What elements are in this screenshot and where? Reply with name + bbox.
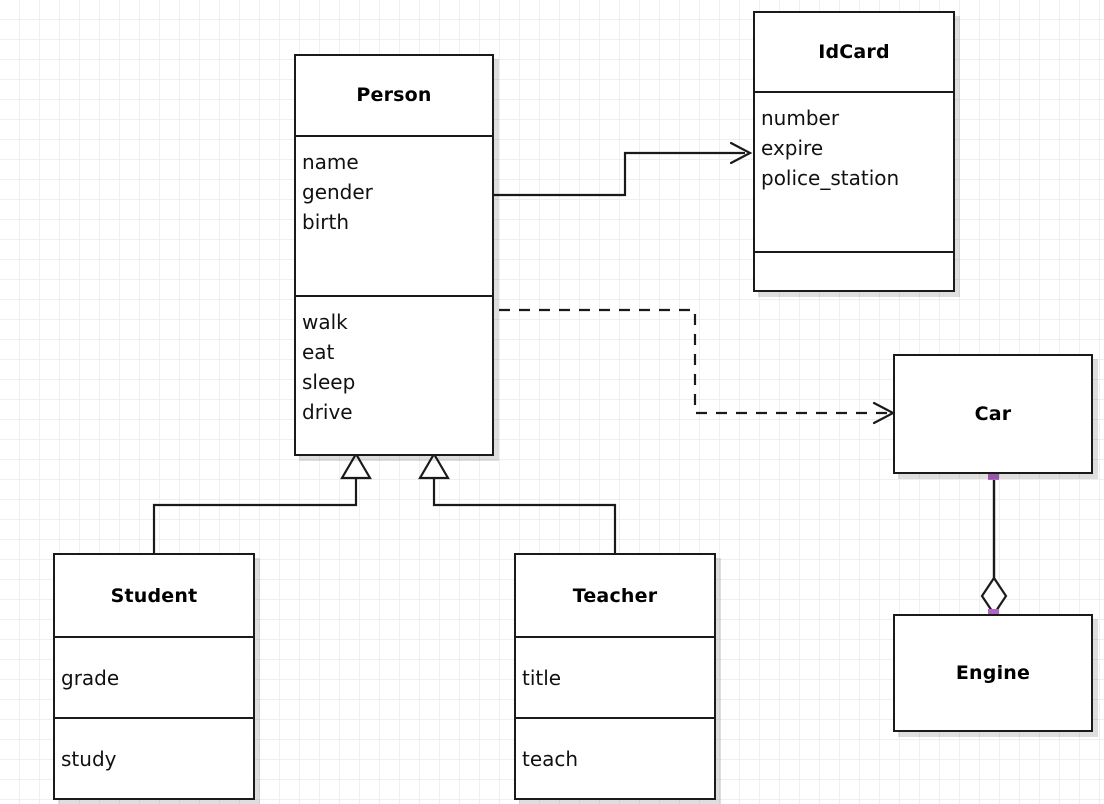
method-item: eat xyxy=(302,339,335,364)
class-box-car[interactable]: Car xyxy=(893,354,1093,474)
class-title-car: Car xyxy=(974,403,1012,425)
class-attributes-idcard: number expire police_station xyxy=(755,91,953,251)
attribute-item: title xyxy=(522,665,562,690)
class-box-engine[interactable]: Engine xyxy=(893,614,1093,732)
class-methods-person: walk eat sleep drive xyxy=(296,294,492,454)
edge-student-person xyxy=(152,451,372,553)
method-item: sleep xyxy=(302,369,356,394)
class-title-idcard: IdCard xyxy=(818,41,890,63)
class-title-teacher: Teacher xyxy=(572,584,658,607)
attribute-item: grade xyxy=(61,665,120,690)
edge-car-engine xyxy=(980,474,1008,616)
class-methods-idcard xyxy=(755,251,953,290)
class-box-teacher[interactable]: Teacher title teach xyxy=(514,553,716,800)
class-title-person: Person xyxy=(356,84,432,107)
class-attributes-teacher: title xyxy=(516,636,714,717)
method-item: teach xyxy=(522,746,579,771)
class-title-student: Student xyxy=(110,584,198,607)
class-box-idcard[interactable]: IdCard number expire police_station xyxy=(753,11,955,292)
attribute-item: expire xyxy=(761,136,824,160)
edge-person-car xyxy=(499,308,896,425)
class-box-person[interactable]: Person name gender birth walk eat sleep … xyxy=(294,54,494,456)
connection-point-car-bottom[interactable] xyxy=(988,469,999,480)
method-item: drive xyxy=(302,399,353,424)
attribute-item: gender xyxy=(302,179,373,204)
edge-teacher-person xyxy=(418,451,617,553)
class-box-student[interactable]: Student grade study xyxy=(53,553,255,800)
attribute-item: number xyxy=(761,106,840,130)
method-item: study xyxy=(61,746,117,771)
class-title-engine: Engine xyxy=(955,662,1031,684)
method-item: walk xyxy=(302,309,348,334)
class-methods-teacher: teach xyxy=(516,717,714,798)
class-methods-student: study xyxy=(55,717,253,798)
class-attributes-student: grade xyxy=(55,636,253,717)
attribute-item: name xyxy=(302,149,359,174)
attribute-item: police_station xyxy=(761,166,900,190)
class-attributes-person: name gender birth xyxy=(296,134,492,295)
attribute-item: birth xyxy=(302,209,349,234)
edge-person-idcard xyxy=(494,141,753,197)
